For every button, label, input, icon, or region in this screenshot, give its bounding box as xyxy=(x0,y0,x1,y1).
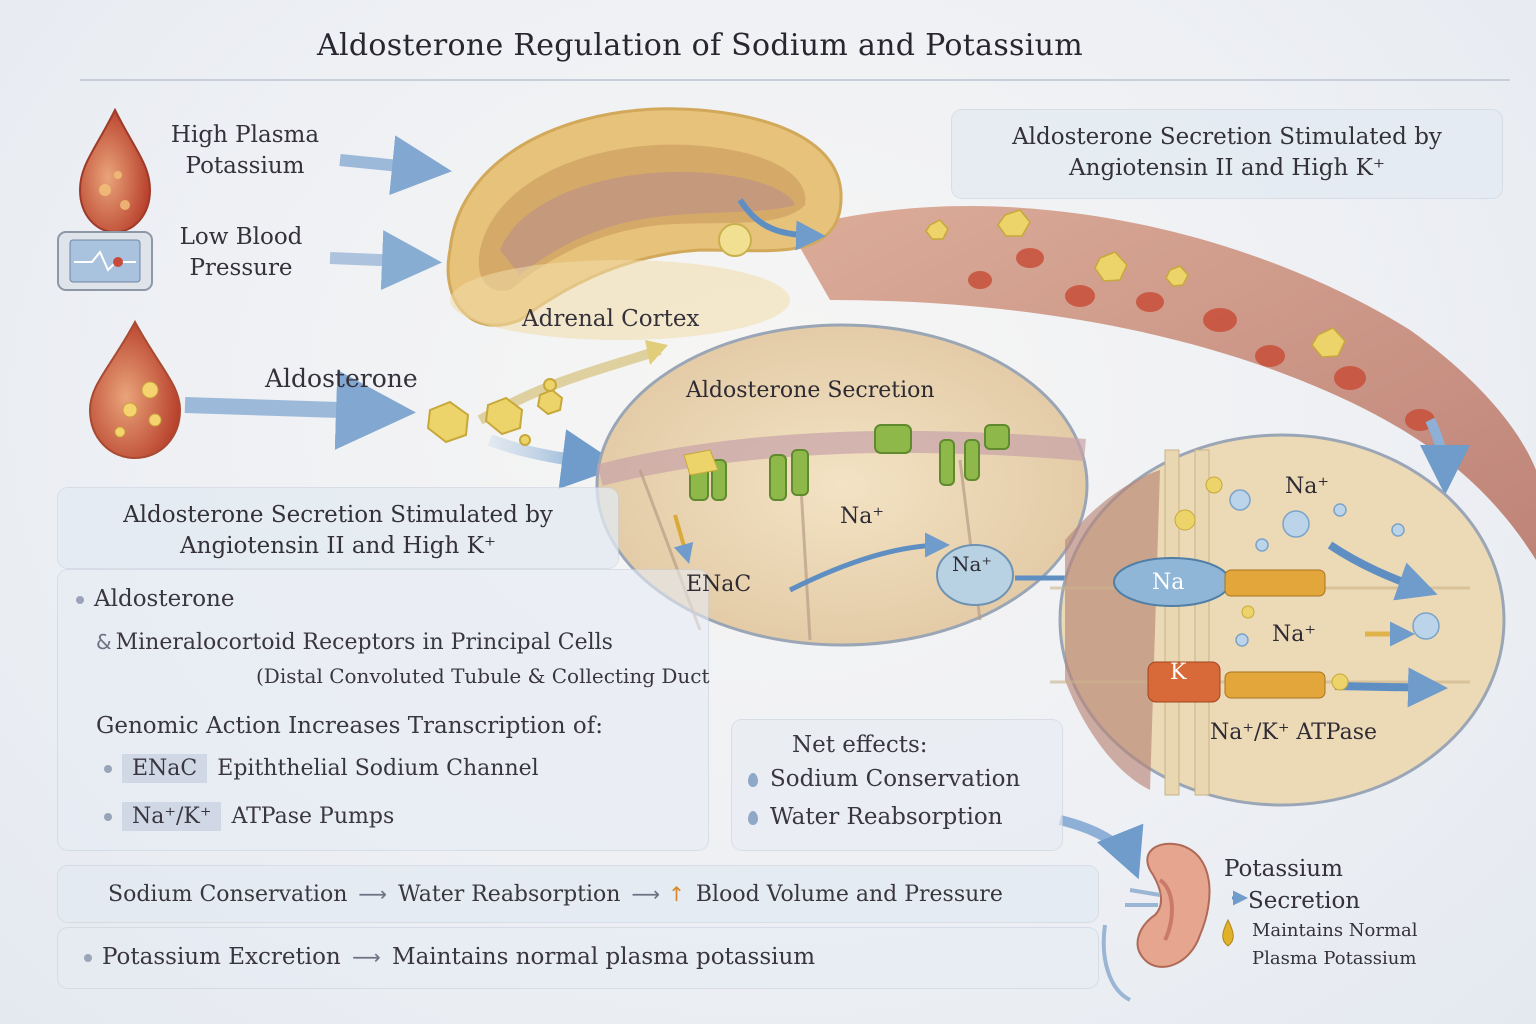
left-header-panel xyxy=(58,488,618,568)
net-effects-title: Net effects: xyxy=(792,732,928,758)
atpase-description: ATPase Pumps xyxy=(231,804,395,829)
net-effects-panel xyxy=(732,720,1062,850)
na-channel-label: Na⁺ xyxy=(952,552,992,576)
high-potassium-line1: High Plasma xyxy=(170,122,320,148)
kidney-secretion-label: Secretion xyxy=(1248,888,1361,914)
atpase-magnified-view xyxy=(1050,433,1506,807)
high-potassium-label: High Plasma Potassium xyxy=(150,120,340,182)
bullet-icon xyxy=(104,765,112,773)
high-potassium-line2: Potassium xyxy=(185,153,305,180)
bullet-icon xyxy=(76,596,84,604)
net-effect-water: Water Reabsorption xyxy=(748,804,1003,830)
drop-icon xyxy=(748,773,758,787)
aldosterone-item-text: Aldosterone xyxy=(94,586,235,612)
na-pump-label: Na xyxy=(1152,570,1185,595)
aldosterone-drop-icon xyxy=(88,319,182,460)
left-panel-header: Aldosterone Secretion Stimulated by Angi… xyxy=(66,500,610,562)
aldosterone-item: Aldosterone xyxy=(76,586,234,612)
enac-transcription-item: ENaC Epiththelial Sodium Channel xyxy=(104,754,539,783)
bullet-icon xyxy=(84,954,92,962)
page-title: Aldosterone Regulation of Sodium and Pot… xyxy=(317,28,1083,63)
low-bp-line2: Pressure xyxy=(189,255,293,282)
blood-vessel xyxy=(790,206,1536,561)
drop-icon xyxy=(748,811,758,825)
enac-description: Epiththelial Sodium Channel xyxy=(217,756,539,781)
na-top-label: Na⁺ xyxy=(1285,474,1329,499)
tubule-item: (Distal Convoluted Tubule & Collecting D… xyxy=(256,664,710,688)
net-effect-sodium: Sodium Conservation xyxy=(748,766,1020,792)
atpase-tag: Na⁺/K⁺ xyxy=(122,802,222,831)
aldosterone-stimulus-label: Aldosterone xyxy=(265,364,418,393)
top-right-header-panel xyxy=(952,110,1502,198)
atpase-label: Na⁺/K⁺ ATPase xyxy=(1210,720,1378,745)
enac-tag: ENaC xyxy=(122,754,208,783)
potassium-drop-icon xyxy=(78,107,152,234)
ampersand-icon: & xyxy=(96,630,112,654)
na-ion-label: Na⁺ xyxy=(840,504,884,529)
receptors-item-text: Mineralocortoid Receptors in Principal C… xyxy=(115,630,613,655)
bottom-row2-panel xyxy=(58,928,1098,988)
receptors-item: &Mineralocortoid Receptors in Principal … xyxy=(92,630,613,655)
kidney-maintains-label: Maintains Normal xyxy=(1252,920,1418,941)
enac-label: ENaC xyxy=(686,572,752,597)
principal-cell-magnified-view xyxy=(595,323,1110,647)
aldosterone-molecules xyxy=(426,378,564,446)
arrow-right-icon: ⟶ xyxy=(352,945,381,969)
bottom-row-sodium-chain: Sodium Conservation ⟶ Water Reabsorption… xyxy=(108,882,1003,907)
adrenal-cortex xyxy=(446,107,843,340)
chain-sodium-conservation: Sodium Conservation xyxy=(108,882,348,907)
kidney-potassium-label: Potassium xyxy=(1224,856,1343,882)
arrow-right-icon: ⟶ xyxy=(358,882,388,906)
low-bp-line1: Low Blood xyxy=(179,224,303,250)
chain-water-reabsorption: Water Reabsorption xyxy=(398,882,621,907)
left-panel-header-line2: Angiotensin II and High K⁺ xyxy=(180,533,496,560)
chain-potassium-excretion: Potassium Excretion xyxy=(102,944,341,970)
genomic-action-heading: Genomic Action Increases Transcription o… xyxy=(96,713,603,739)
kidney-plasma-label: Plasma Potassium xyxy=(1252,948,1417,969)
low-bp-label: Low Blood Pressure xyxy=(150,222,332,284)
top-right-header-line1: Aldosterone Secretion Stimulated by xyxy=(1012,124,1442,150)
atpase-transcription-item: Na⁺/K⁺ ATPase Pumps xyxy=(104,802,394,831)
blood-pressure-monitor-icon xyxy=(57,231,153,291)
net-effect-sodium-text: Sodium Conservation xyxy=(770,766,1021,792)
aldosterone-secretion-label: Aldosterone Secretion xyxy=(686,378,935,403)
left-panel-header-line1: Aldosterone Secretion Stimulated by xyxy=(123,502,553,528)
bullet-icon xyxy=(104,813,112,821)
top-right-header: Aldosterone Secretion Stimulated by Angi… xyxy=(960,122,1494,184)
adrenal-cortex-label: Adrenal Cortex xyxy=(522,306,700,332)
bottom-row-potassium-chain: Potassium Excretion ⟶ Maintains normal p… xyxy=(84,944,815,970)
net-effect-water-text: Water Reabsorption xyxy=(770,804,1003,830)
chain-blood-volume: Blood Volume and Pressure xyxy=(695,882,1003,907)
na-mid-label: Na⁺ xyxy=(1272,622,1316,647)
arrow-up-icon: ↑ xyxy=(668,882,685,906)
chain-maintains-potassium: Maintains normal plasma potassium xyxy=(392,944,816,970)
top-right-header-line2: Angiotensin II and High K⁺ xyxy=(1069,155,1385,182)
k-pump-label: K xyxy=(1170,660,1187,685)
arrow-right-icon: ⟶ xyxy=(631,882,661,906)
bottom-row1-panel xyxy=(58,866,1098,922)
kidney-icon xyxy=(1101,842,1248,1002)
